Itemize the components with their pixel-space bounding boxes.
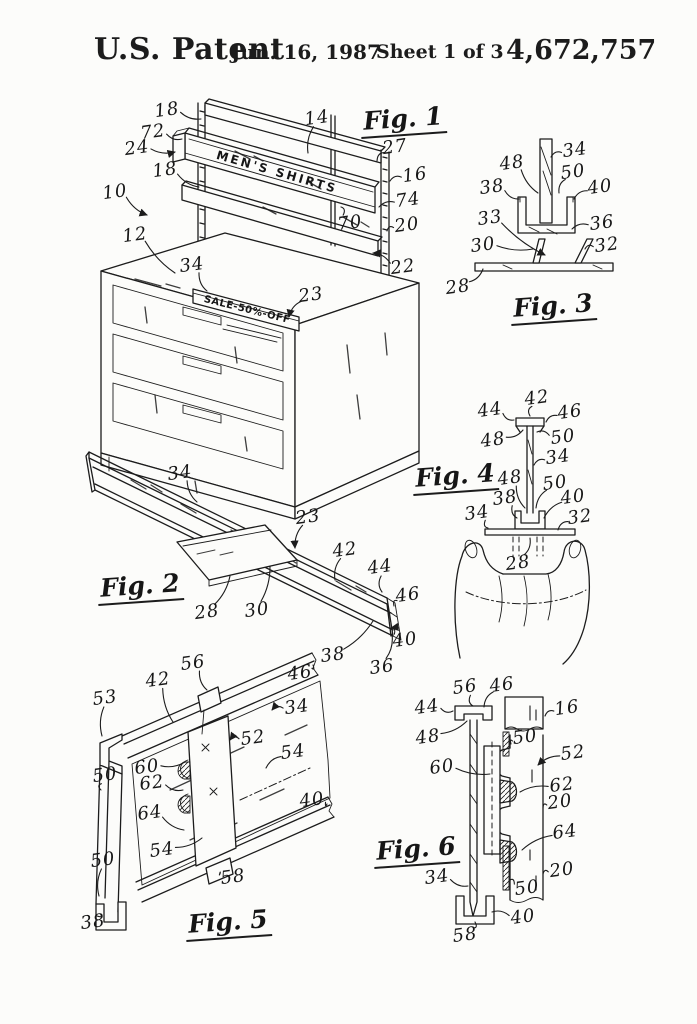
fig3-leaders <box>468 151 594 283</box>
sheet-header: U.S. Patent Jun. 16, 1987 Sheet 1 of 3 4… <box>0 32 697 70</box>
fig5-drawing <box>95 652 335 931</box>
ref-label-58: 58 <box>451 922 479 948</box>
ref-label-46: 46 <box>488 672 516 698</box>
ref-label-44: 44 <box>476 397 504 423</box>
ref-label-34: 34 <box>178 252 206 278</box>
fig6-drawing <box>454 696 544 925</box>
ref-label-28: 28 <box>504 550 532 576</box>
ref-label-50: 50 <box>91 762 119 788</box>
patent-number: 4,672,757 <box>506 35 657 66</box>
ref-label-22: 22 <box>389 254 417 280</box>
ref-label-33: 33 <box>476 205 504 231</box>
ref-label-64: 64 <box>136 800 164 826</box>
fig6-caption: Fig. 6 <box>372 831 460 869</box>
ref-label-20: 20 <box>393 212 421 238</box>
ref-label-32: 32 <box>566 504 594 530</box>
ref-label-12: 12 <box>121 222 149 248</box>
ref-label-50: 50 <box>513 875 541 901</box>
ref-label-34: 34 <box>463 500 491 526</box>
ref-label-50: 50 <box>559 159 587 185</box>
ref-label-20: 20 <box>546 789 574 815</box>
fig6-leaders <box>440 691 561 929</box>
ref-label-34: 34 <box>544 444 572 470</box>
ref-label-28: 28 <box>444 274 472 300</box>
ref-label-23: 23 <box>297 282 325 308</box>
patent-date: Jun. 16, 1987 <box>231 40 381 64</box>
fig1-caption: Fig. 1 <box>359 101 447 139</box>
ref-label-10: 10 <box>101 179 129 205</box>
ref-label-28: 28 <box>193 599 221 625</box>
ref-label-30: 30 <box>469 232 497 258</box>
fig3-drawing <box>474 138 614 272</box>
ref-label-44: 44 <box>413 694 441 720</box>
ref-label-46: 46 <box>286 660 314 686</box>
ref-label-48: 48 <box>414 724 442 750</box>
ref-label-42: 42 <box>523 385 551 411</box>
sheet-number: Sheet 1 of 3 <box>376 41 504 63</box>
ref-label-40: 40 <box>586 174 614 200</box>
fig4-drawing <box>454 417 591 665</box>
ref-label-24: 24 <box>123 135 151 161</box>
ref-label-53: 53 <box>91 685 119 711</box>
patent-office-title: U.S. Patent <box>94 32 285 67</box>
ref-label-44: 44 <box>366 554 394 580</box>
fig1-leaders <box>125 111 402 318</box>
ref-label-52: 52 <box>559 740 587 766</box>
fig2-drawing <box>85 451 402 641</box>
ref-label-74: 74 <box>394 187 422 213</box>
fig4-caption: Fig. 4 <box>411 458 499 496</box>
ref-label-16: 16 <box>401 162 429 188</box>
ref-label-27: 27 <box>381 134 409 160</box>
fig3-caption: Fig. 3 <box>509 288 597 326</box>
ref-label-40: 40 <box>509 904 537 930</box>
ref-label-62: 62 <box>138 770 166 796</box>
ref-label-38: 38 <box>491 485 519 511</box>
fig2-caption: Fig. 2 <box>96 568 184 606</box>
ref-label-20: 20 <box>548 857 576 883</box>
ref-label-14: 14 <box>303 105 331 131</box>
ref-label-40: 40 <box>298 787 326 813</box>
ref-label-60: 60 <box>428 754 456 780</box>
ref-label-48: 48 <box>498 150 526 176</box>
ref-label-48: 48 <box>479 427 507 453</box>
ref-label-54: 54 <box>148 837 176 863</box>
ref-label-56: 56 <box>179 650 207 676</box>
ref-label-16: 16 <box>553 695 581 721</box>
ref-label-34: 34 <box>283 694 311 720</box>
ref-label-32: 32 <box>593 232 621 258</box>
ref-label-50: 50 <box>89 847 117 873</box>
ref-label-30: 30 <box>243 597 271 623</box>
fig4-leaders <box>483 405 569 556</box>
ref-label-70: 70 <box>336 210 364 236</box>
ref-label-36: 36 <box>588 210 616 236</box>
ref-label-42: 42 <box>331 537 359 563</box>
fig5-leaders <box>96 664 328 918</box>
ref-label-34: 34 <box>166 460 194 486</box>
ref-label-58: 58 <box>219 864 247 890</box>
ref-label-50: 50 <box>511 724 539 750</box>
hand-outline <box>454 539 591 665</box>
ref-label-64: 64 <box>551 819 579 845</box>
ref-label-18: 18 <box>151 157 179 183</box>
ref-label-42: 42 <box>144 667 172 693</box>
ref-label-38: 38 <box>79 909 107 935</box>
ref-label-34: 34 <box>423 864 451 890</box>
fig5-caption: Fig. 5 <box>184 904 272 942</box>
ref-label-34: 34 <box>561 137 589 163</box>
ref-label-18: 18 <box>153 97 181 123</box>
ref-label-23: 23 <box>294 504 322 530</box>
fig2-leaders <box>186 480 399 659</box>
ref-label-54: 54 <box>279 739 307 765</box>
ref-label-52: 52 <box>239 725 267 751</box>
ref-label-46: 46 <box>556 399 584 425</box>
ref-label-38: 38 <box>478 174 506 200</box>
ref-label-56: 56 <box>451 674 479 700</box>
fig1-drawing <box>100 98 420 520</box>
